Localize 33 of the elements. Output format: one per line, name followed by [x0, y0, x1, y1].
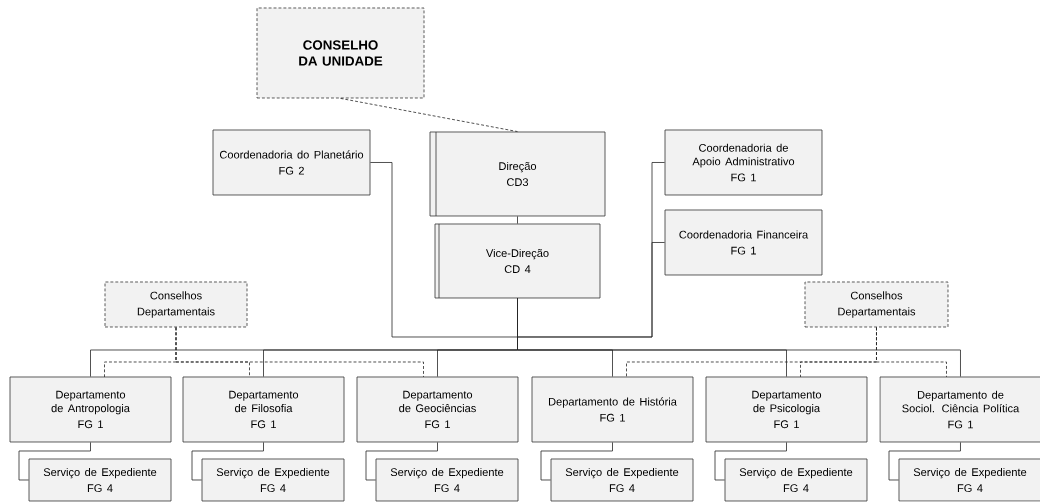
connector	[370, 162, 518, 338]
connector	[888, 442, 961, 481]
director-box: Direção CD3	[429, 131, 606, 217]
connector	[517, 216, 518, 224]
connector	[18, 442, 91, 481]
unit-box: Coordenadoria Financeira FG 1	[664, 209, 823, 276]
unit-box: Coordenadoria de Apoio Administrativo FG 1	[664, 129, 823, 196]
council-box: CONSELHO DA UNIDADE	[256, 7, 425, 99]
council-box: Conselhos Departamentais	[104, 281, 248, 328]
connector	[191, 442, 264, 481]
connector	[175, 327, 424, 378]
connector	[517, 242, 665, 338]
service-box: Serviço de Expediente FG 4	[724, 458, 868, 502]
unit-box: Coordenadoria do Planetário FG 2	[212, 129, 371, 196]
department-box: Departamento de Filosofia FG 1	[182, 376, 345, 443]
department-box: Departamento de História FG 1	[531, 376, 694, 443]
department-box: Departamento de Psicologia FG 1	[705, 376, 868, 443]
service-box: Serviço de Expediente FG 4	[375, 458, 519, 502]
connector	[517, 298, 961, 377]
department-box: Departamento de Sociol. Ciência Política FG 1	[879, 376, 1040, 443]
department-box: Departamento de Antropologia FG 1	[9, 376, 172, 443]
service-box: Serviço de Expediente FG 4	[28, 458, 172, 502]
service-box: Serviço de Expediente FG 4	[898, 458, 1040, 502]
director-box: Vice-Direção CD 4	[434, 223, 601, 299]
connector	[340, 98, 518, 132]
connector	[876, 327, 947, 378]
connector	[714, 442, 787, 481]
connector	[540, 442, 613, 481]
connector	[365, 442, 438, 481]
service-box: Serviço de Expediente FG 4	[201, 458, 345, 502]
service-box: Serviço de Expediente FG 4	[550, 458, 694, 502]
department-box: Departamento de Geociências FG 1	[356, 376, 519, 443]
council-box: Conselhos Departamentais	[804, 281, 949, 328]
